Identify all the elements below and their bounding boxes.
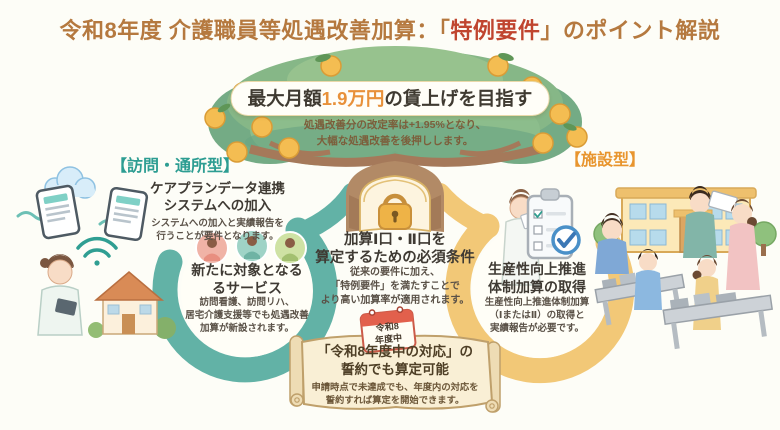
pledge-desc-line-1: 申請時点で未達成でも、年度内の対応を (311, 382, 479, 392)
title-pre: 令和8年度 介護職員等処遇改善加算：「 (59, 18, 451, 43)
pledge-title-line-2: 誓約でも算定可能 (341, 362, 449, 378)
checkmark-icon (551, 225, 581, 255)
new-services-desc-line-2: 居宅介護支援等でも処遇改善 (185, 310, 309, 322)
caregiver-with-tablet (37, 254, 83, 336)
new-services-title: 新たに対象となる るサービス (167, 262, 327, 297)
banner-amount: 1.9万円 (321, 88, 385, 109)
addition-desc-line-2: 「特例要件」を満たすことで (330, 280, 460, 292)
pledge-desc: 申請時点で未達成でも、年度内の対応を 誓約すれば算定を開始できます。 (293, 381, 497, 407)
note-line-2: 大幅な処遇改善を後押しします。 (316, 135, 474, 148)
addition-desc-line-1: 従来の要件に加え、 (350, 267, 440, 278)
service-avatar-rehab (235, 229, 269, 263)
visit-section-label: 【訪問・通所型】 (110, 158, 239, 175)
addition-title-line-2: 算定するための必須条件 (315, 250, 475, 267)
productivity-desc-line-1: 生産性向上推進体制加算 (484, 297, 590, 308)
new-services-desc: 訪問看護、訪問リハ、 居宅介護支援等でも処遇改善 加算が新設されます。 (157, 296, 337, 335)
productivity-desc-line-2: （ⅠまたはⅡ）の取得と (489, 310, 585, 322)
title-post: 」のポイント解説 (540, 18, 721, 43)
service-avatar-nurse (195, 231, 229, 265)
new-services-title-line-2: るサービス (212, 279, 282, 296)
careplan-system-desc: システムへの加入と実績報告を 行うことが要件となります。 (130, 217, 305, 244)
productivity-desc: 生産性向上推進体制加算 （ⅠまたはⅡ）の取得と 実績報告が必要です。 (455, 296, 619, 335)
title-highlight: 特例要件 (450, 18, 541, 43)
new-services-desc-line-1: 訪問看護、訪問リハ、 (199, 297, 295, 308)
note-line-1: 処遇改善分の改定率は+1.95%となり、 (303, 119, 487, 131)
productivity-desc-line-3: 実績報告が必要です。 (489, 323, 585, 335)
careplan-desc-line-1: システムへの加入と実績報告を (151, 218, 284, 229)
careplan-title-line-2: システムへの加入 (163, 197, 272, 213)
new-services-title-line-1: 新たに対象となる (191, 262, 303, 278)
addition-title-line-1: 加算Ⅰ口・Ⅱ口を (344, 232, 446, 248)
addition-requirements-desc: 従来の要件に加え、 「特例要件」を満たすことで より高い加算率が適用されます。 (298, 266, 492, 307)
pledge-desc-line-2: 誓約すれば算定を開始できます。 (325, 395, 465, 406)
addition-requirements-title: 加算Ⅰ口・Ⅱ口を 算定するための必須条件 (305, 231, 485, 267)
wifi-icon (76, 236, 118, 266)
productivity-title-line-1: 生産性向上推進 (488, 261, 586, 277)
tablet-icon-2 (103, 186, 149, 242)
house-illustration (88, 271, 176, 339)
pledge-title: 「令和8年度中の対応」の 誓約でも算定可能 (295, 343, 495, 379)
productivity-title: 生産性向上推進 体制加算の取得 (462, 261, 612, 296)
banner-prefix: 最大月額 (247, 88, 322, 109)
calendar-icon (359, 306, 417, 354)
careplan-desc-line-2: 行うことが要件となります。 (156, 231, 279, 243)
new-services-desc-line-3: 加算が新設されます。 (199, 323, 295, 335)
banner-suffix: の賃上げを目指す (384, 88, 533, 109)
facility-section-label: 【施設型】 (564, 152, 645, 169)
addition-desc-line-3: より高い加算率が適用されます。 (320, 294, 470, 306)
tree-branches (248, 140, 542, 167)
productivity-title-line-2: 体制加算の取得 (488, 278, 586, 295)
max-wage-banner: 最大月額1.9万円の賃上げを目指す (230, 81, 550, 116)
padlock-icon (378, 193, 412, 230)
page-title: 令和8年度 介護職員等処遇改善加算：「特例要件」のポイント解説 (0, 13, 780, 45)
careplan-title-line-1: ケアプランデータ連携 (150, 181, 285, 196)
pledge-title-line-1: 「令和8年度中の対応」の (316, 344, 473, 359)
leaf-decorations (217, 53, 577, 131)
tablet-icon (35, 184, 81, 240)
staff-at-worktables (594, 186, 773, 350)
service-avatar-homecare (273, 231, 307, 265)
careplan-system-title: ケアプランデータ連携 システムへの加入 (130, 181, 305, 215)
revision-rate-note: 処遇改善分の改定率は+1.95%となり、 大幅な処遇改善を後押しします。 (245, 117, 545, 150)
